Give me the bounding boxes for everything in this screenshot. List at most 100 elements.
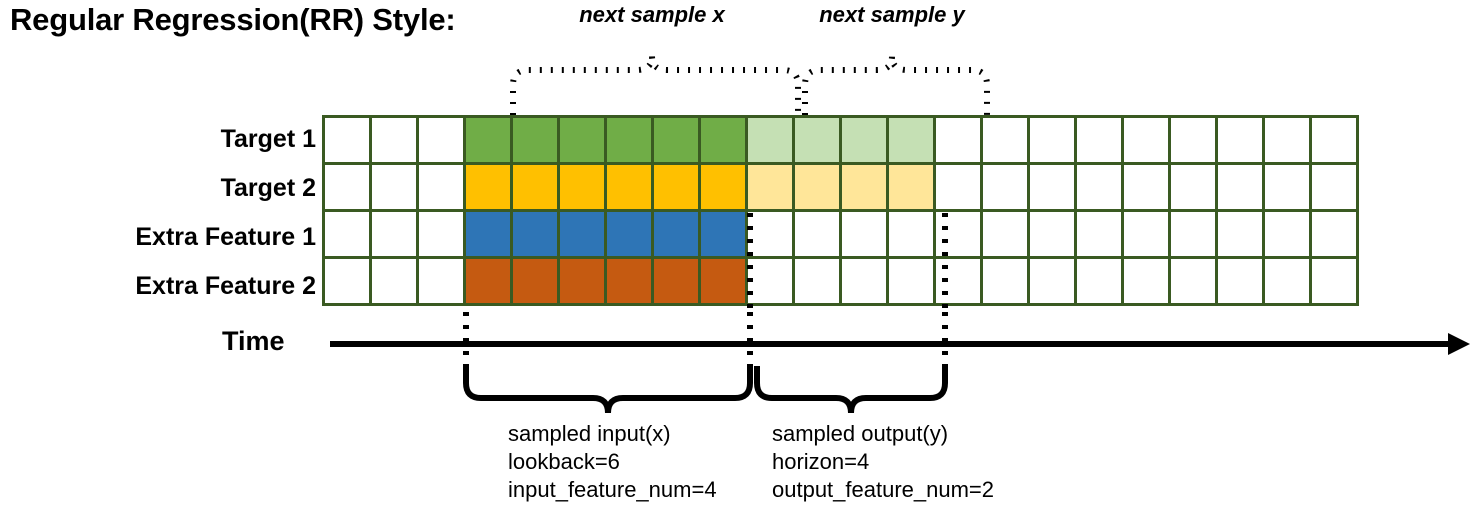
grid-cell — [698, 209, 748, 259]
grid-cell — [1262, 162, 1312, 212]
grid-cell — [1168, 115, 1218, 165]
grid-cell — [886, 162, 936, 212]
timeline-grid — [322, 115, 1359, 306]
dotted-brace-next-sample-y — [802, 55, 990, 115]
grid-cell — [416, 256, 466, 306]
time-axis-label: Time — [222, 326, 285, 356]
row-label-extra-feature-1: Extra Feature 1 — [135, 223, 316, 251]
grid-cell — [322, 162, 372, 212]
grid-cell — [463, 115, 513, 165]
row-label-target-2: Target 2 — [220, 174, 316, 202]
grid-cell — [369, 256, 419, 306]
grid-cell — [1074, 256, 1124, 306]
grid-cell — [1168, 162, 1218, 212]
grid-cell — [416, 209, 466, 259]
grid-cell — [1074, 115, 1124, 165]
grid-cell — [557, 162, 607, 212]
grid-cell — [651, 256, 701, 306]
grid-cell — [1074, 209, 1124, 259]
grid-cell — [1027, 115, 1077, 165]
grid-cell — [1168, 256, 1218, 306]
grid-cell — [698, 162, 748, 212]
page-title: Regular Regression(RR) Style: — [10, 2, 456, 37]
grid-cell — [745, 115, 795, 165]
grid-cell — [557, 209, 607, 259]
grid-cell — [1027, 162, 1077, 212]
grid-cell — [1309, 209, 1359, 259]
grid-cell — [745, 256, 795, 306]
caption-input-line-1: sampled input(x) — [508, 421, 671, 446]
grid-row — [322, 256, 1359, 306]
grid-cell — [933, 162, 983, 212]
grid-cell — [322, 209, 372, 259]
grid-row — [322, 162, 1359, 212]
grid-cell — [557, 115, 607, 165]
grid-cell — [322, 256, 372, 306]
grid-row — [322, 115, 1359, 165]
grid-cell — [1121, 115, 1171, 165]
caption-sampled-input: sampled input(x) lookback=6 input_featur… — [508, 420, 717, 504]
caption-output-line-3: output_feature_num=2 — [772, 477, 995, 502]
grid-cell — [463, 256, 513, 306]
grid-cell — [557, 256, 607, 306]
time-axis-arrowhead — [1448, 333, 1470, 355]
row-label-target-1: Target 1 — [220, 125, 316, 153]
grid-cell — [369, 162, 419, 212]
grid-cell — [463, 209, 513, 259]
grid-cell — [839, 115, 889, 165]
grid-cell — [792, 162, 842, 212]
grid-cell — [416, 162, 466, 212]
grid-cell — [1027, 256, 1077, 306]
grid-cell — [1262, 115, 1312, 165]
grid-cell — [745, 162, 795, 212]
grid-cell — [792, 256, 842, 306]
brace-sampled-output — [754, 366, 948, 414]
grid-cell — [369, 209, 419, 259]
grid-cell — [604, 115, 654, 165]
grid-cell — [604, 162, 654, 212]
caption-input-line-2: lookback=6 — [508, 449, 620, 474]
caption-sampled-output: sampled output(y) horizon=4 output_featu… — [772, 420, 994, 504]
grid-cell — [792, 209, 842, 259]
grid-cell — [463, 162, 513, 212]
grid-cell — [1121, 256, 1171, 306]
caption-output-line-2: horizon=4 — [772, 449, 870, 474]
grid-cell — [510, 115, 560, 165]
grid-cell — [1309, 162, 1359, 212]
grid-cell — [510, 209, 560, 259]
grid-cell — [651, 115, 701, 165]
caption-input-line-3: input_feature_num=4 — [508, 477, 717, 502]
grid-cell — [1168, 209, 1218, 259]
grid-cell — [1027, 209, 1077, 259]
grid-cell — [604, 209, 654, 259]
grid-cell — [839, 162, 889, 212]
grid-cell — [980, 256, 1030, 306]
grid-cell — [651, 209, 701, 259]
grid-cell — [980, 162, 1030, 212]
grid-cell — [745, 209, 795, 259]
dotted-brace-next-sample-x — [510, 55, 801, 115]
grid-cell — [1309, 115, 1359, 165]
annotation-next-sample-y: next sample y — [819, 2, 965, 27]
row-label-extra-feature-2: Extra Feature 2 — [135, 272, 316, 300]
grid-cell — [933, 115, 983, 165]
grid-cell — [792, 115, 842, 165]
grid-cell — [839, 209, 889, 259]
grid-cell — [839, 256, 889, 306]
grid-cell — [369, 115, 419, 165]
grid-cell — [416, 115, 466, 165]
grid-cell — [980, 209, 1030, 259]
annotation-next-sample-x: next sample x — [579, 2, 725, 27]
brace-sampled-input — [463, 366, 753, 414]
grid-cell — [1215, 256, 1265, 306]
grid-cell — [698, 256, 748, 306]
caption-output-line-1: sampled output(y) — [772, 421, 949, 446]
grid-cell — [604, 256, 654, 306]
grid-cell — [698, 115, 748, 165]
grid-cell — [980, 115, 1030, 165]
grid-cell — [1215, 162, 1265, 212]
grid-cell — [651, 162, 701, 212]
grid-cell — [1121, 162, 1171, 212]
